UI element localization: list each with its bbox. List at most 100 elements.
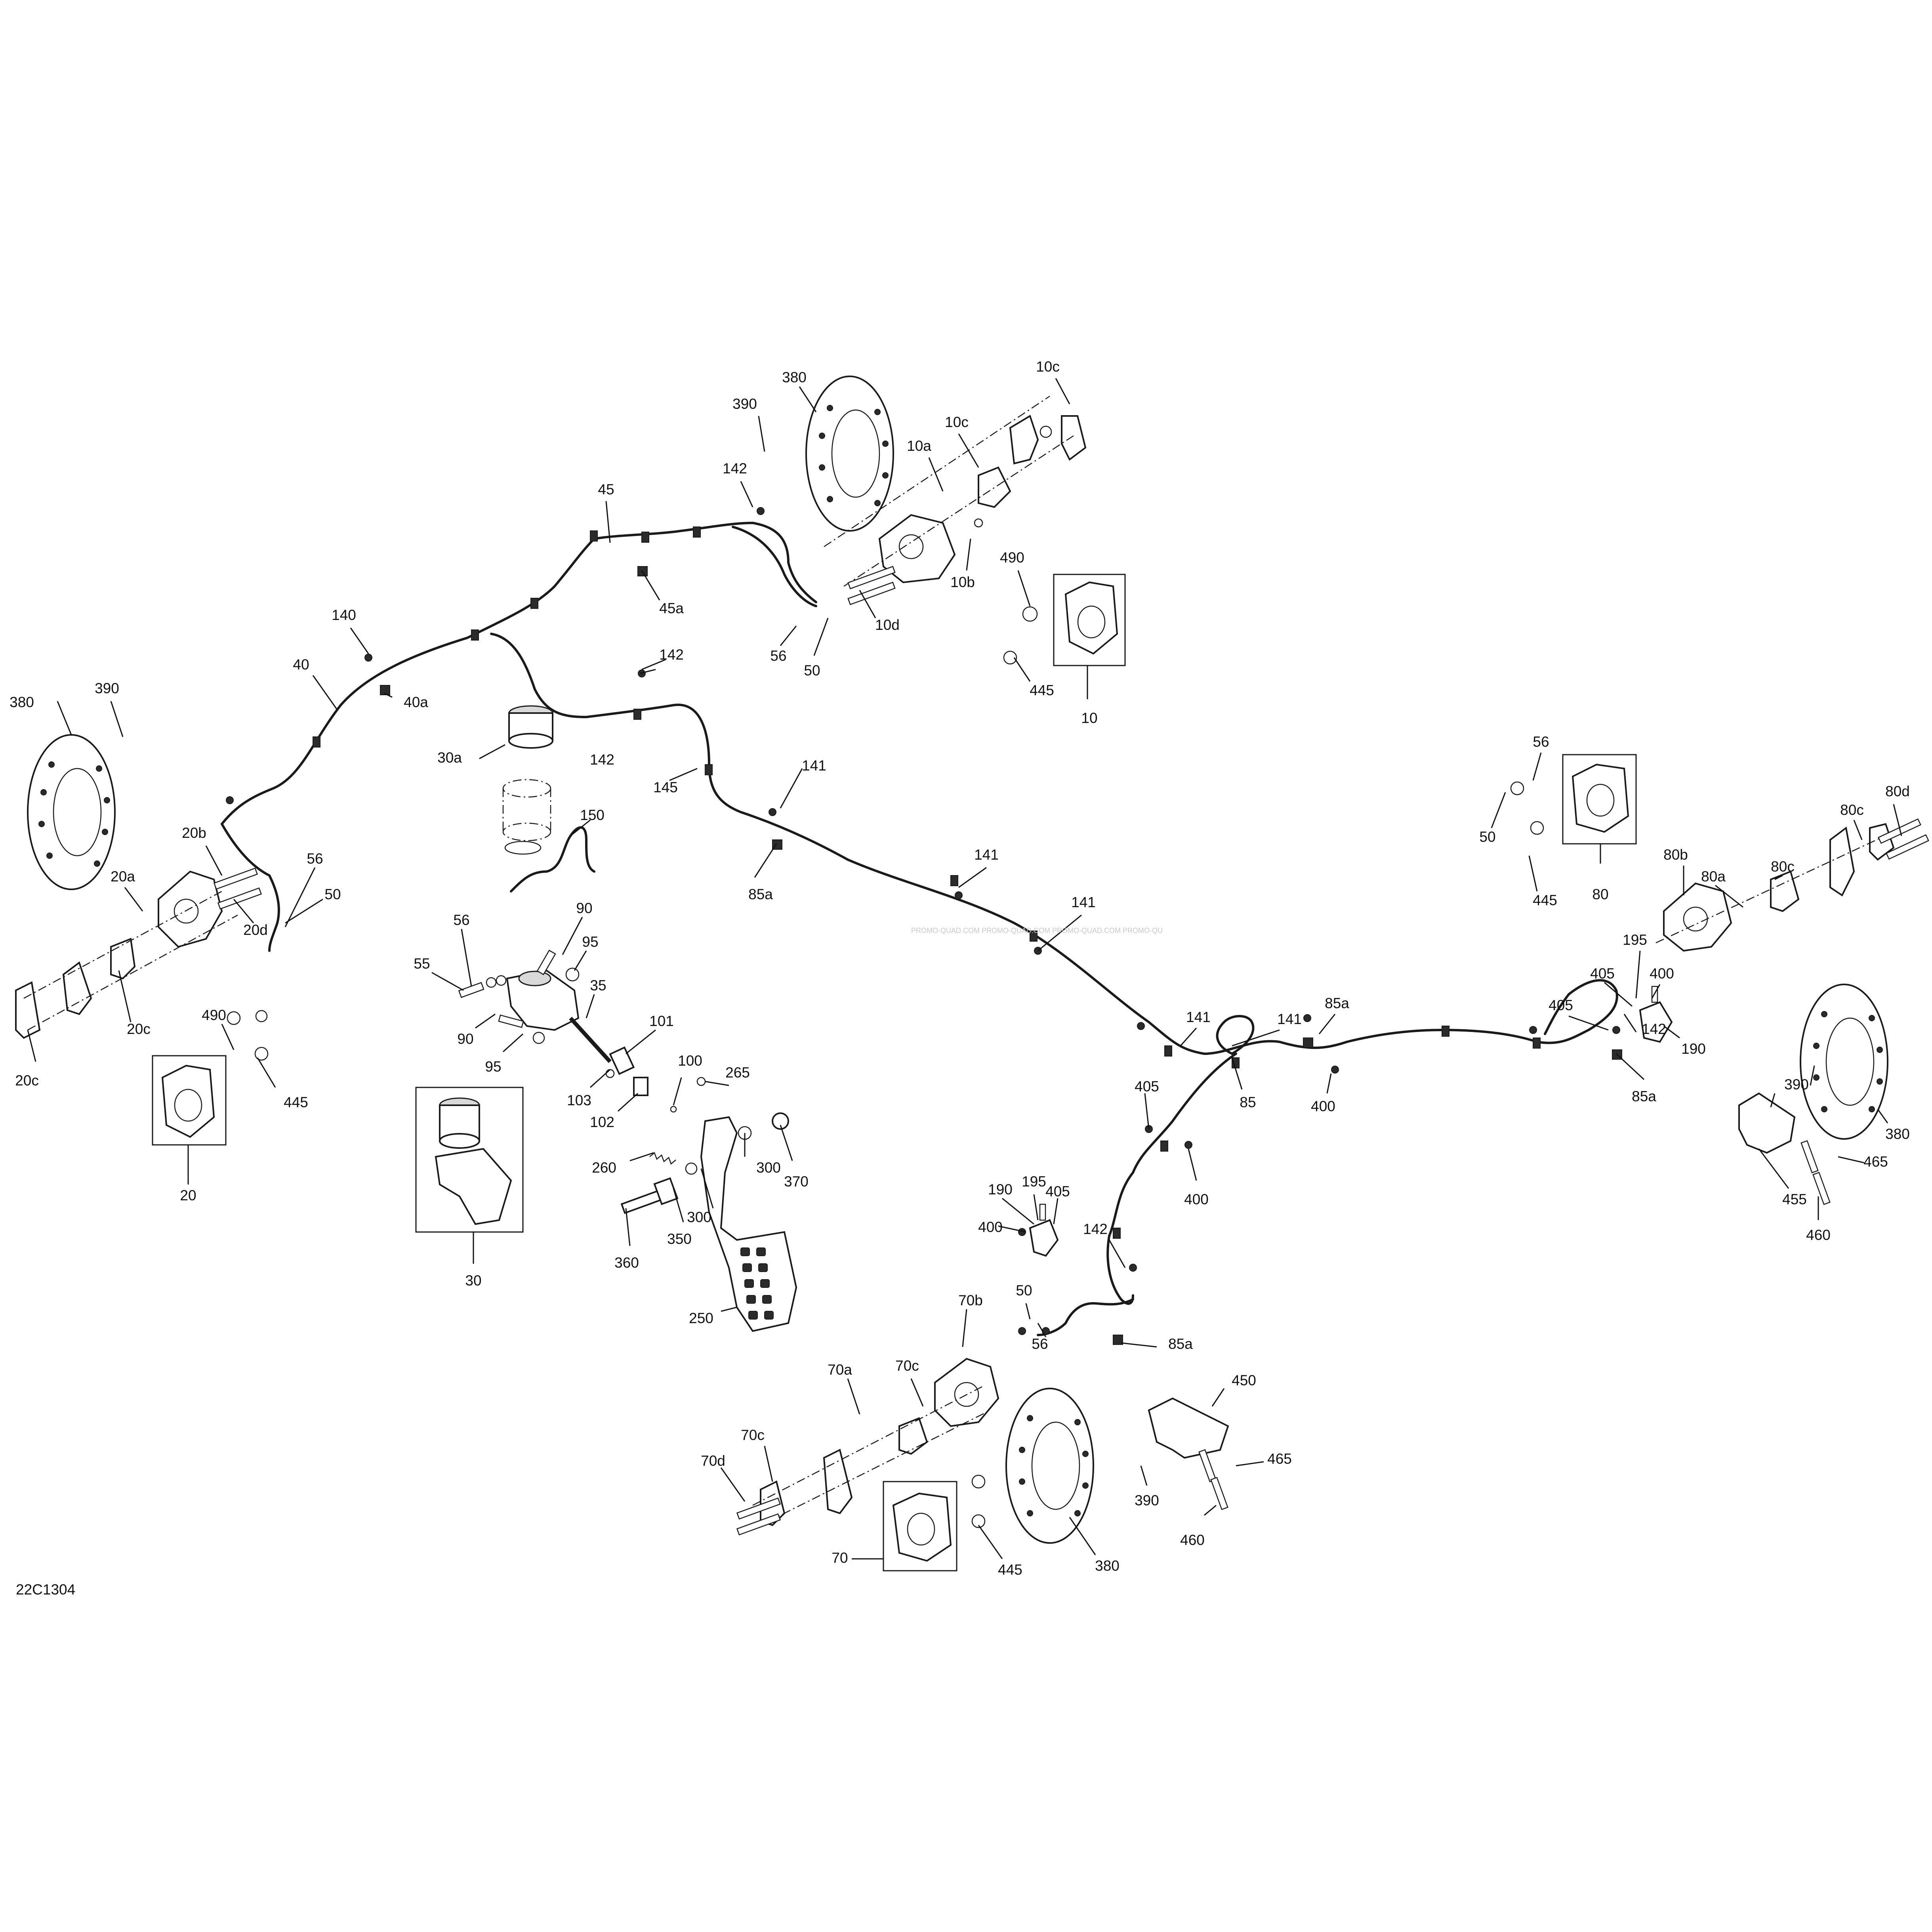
kit-box-10 — [1003, 574, 1126, 666]
brake-pedal-250 — [620, 1077, 797, 1332]
callout-label: 405 — [1549, 997, 1573, 1013]
brake-disc-front-left — [27, 734, 116, 890]
brake-line-150 — [510, 826, 595, 893]
kit-box-20 — [152, 1011, 269, 1146]
callout-label: 250 — [689, 1310, 713, 1326]
brake-line-20d — [221, 823, 280, 952]
callout-label: 90 — [457, 1031, 473, 1047]
callout-label: 90 — [576, 900, 592, 916]
callout-label: 400 — [978, 1219, 1003, 1235]
callout-label: 141 — [1186, 1009, 1211, 1025]
callout-label: 390 — [95, 680, 119, 696]
callout-label: 490 — [1000, 549, 1024, 566]
callout-label: 370 — [784, 1173, 809, 1190]
bracket-450 — [1148, 1397, 1229, 1510]
callout-label: 195 — [1623, 932, 1647, 948]
callout-label: 45 — [598, 481, 614, 498]
callout-label: 380 — [782, 369, 807, 385]
watermark-text: PROMO-QUAD.COM PROMO-QUAD.COM PROMO-QUAD… — [911, 927, 1163, 935]
hose-clips — [313, 526, 1541, 1239]
callout-label: 405 — [1045, 1183, 1070, 1200]
callout-label: 70 — [832, 1550, 848, 1566]
callout-label: 390 — [732, 396, 757, 412]
small-fasteners — [226, 507, 1622, 1345]
callout-label: 10c — [1036, 359, 1060, 375]
callout-label: 101 — [649, 1013, 674, 1029]
callout-label: 465 — [1863, 1154, 1888, 1170]
callout-label: 465 — [1267, 1451, 1292, 1467]
callout-label: 350 — [667, 1231, 692, 1247]
callout-label: 20b — [182, 825, 206, 841]
brake-disc-rear-left — [1005, 1388, 1094, 1544]
callout-label: 142 — [1083, 1221, 1108, 1237]
callout-label: 265 — [725, 1064, 750, 1081]
callout-label: 30 — [465, 1272, 481, 1289]
callout-label: 490 — [202, 1007, 226, 1023]
callout-label: 450 — [1232, 1372, 1256, 1388]
callout-label: 56 — [453, 912, 469, 928]
caliper-assembly-front-right — [824, 395, 1087, 605]
kit-box-30 — [415, 1087, 524, 1233]
callout-label: 400 — [1650, 965, 1674, 982]
callout-label: 142 — [590, 751, 614, 768]
callout-label: 95 — [582, 934, 598, 950]
callout-label: 85 — [1240, 1094, 1256, 1110]
callout-label: 190 — [988, 1181, 1013, 1198]
callout-label: 70c — [741, 1427, 765, 1443]
callout-label: 142 — [723, 460, 747, 477]
callout-label: 100 — [678, 1053, 702, 1069]
callout-label: 460 — [1180, 1532, 1205, 1548]
callout-label: 195 — [1022, 1173, 1046, 1190]
callout-label: 85a — [1325, 995, 1349, 1011]
callout-label: 260 — [592, 1160, 616, 1176]
callout-label: 103 — [567, 1092, 591, 1108]
kit-box-70 — [883, 1474, 986, 1572]
callout-label: 140 — [332, 607, 356, 623]
callout-label: 80b — [1663, 847, 1688, 863]
callout-label: 20d — [243, 922, 268, 938]
callout-label: 141 — [974, 847, 999, 863]
callout-label: 300 — [687, 1209, 711, 1225]
callout-label: 30a — [437, 750, 462, 766]
callout-label: 20 — [180, 1187, 196, 1203]
callout-label: 405 — [1590, 965, 1615, 982]
callout-label: 380 — [10, 694, 34, 710]
callout-label: 70c — [895, 1358, 919, 1374]
callout-label: 102 — [590, 1114, 614, 1130]
callout-label: 400 — [1311, 1098, 1335, 1114]
callout-label: 455 — [1782, 1191, 1807, 1207]
bracket-455 — [1738, 1092, 1831, 1205]
callout-label: 142 — [1642, 1021, 1666, 1037]
callout-label: 56 — [1533, 734, 1549, 750]
callout-label: 85a — [1168, 1336, 1193, 1352]
callout-label: 360 — [614, 1255, 639, 1271]
callout-label: 80d — [1885, 783, 1910, 799]
callout-label: 145 — [653, 779, 678, 795]
callout-label: 405 — [1135, 1078, 1159, 1095]
brake-line-40 — [221, 522, 817, 825]
callout-label: 142 — [659, 647, 684, 663]
callout-label: 10b — [950, 574, 975, 590]
callout-label: 95 — [485, 1058, 501, 1075]
callout-label: 50 — [1479, 829, 1495, 845]
callout-label: 56 — [307, 851, 323, 867]
callout-label: 20c — [15, 1072, 39, 1089]
leader-lines — [27, 378, 1902, 1560]
callout-label: 70a — [828, 1362, 852, 1378]
brake-lines — [221, 522, 1618, 1336]
callout-label: 85a — [1632, 1088, 1656, 1104]
brake-line-85 — [1106, 1053, 1237, 1305]
callout-label: 141 — [802, 757, 826, 774]
callout-label: 10a — [907, 438, 931, 454]
callout-label: 20c — [127, 1021, 151, 1037]
brake-disc-rear-right — [1800, 984, 1888, 1140]
diagram-reference-number: 22C1304 — [16, 1581, 75, 1598]
callout-label: 40 — [293, 656, 309, 673]
callout-label: 80c — [1771, 858, 1795, 875]
callout-label: 150 — [580, 807, 605, 823]
callout-label: 380 — [1095, 1558, 1120, 1574]
callout-label: 141 — [1071, 894, 1096, 910]
callout-label: 55 — [414, 956, 430, 972]
callout-label: 390 — [1784, 1076, 1809, 1093]
